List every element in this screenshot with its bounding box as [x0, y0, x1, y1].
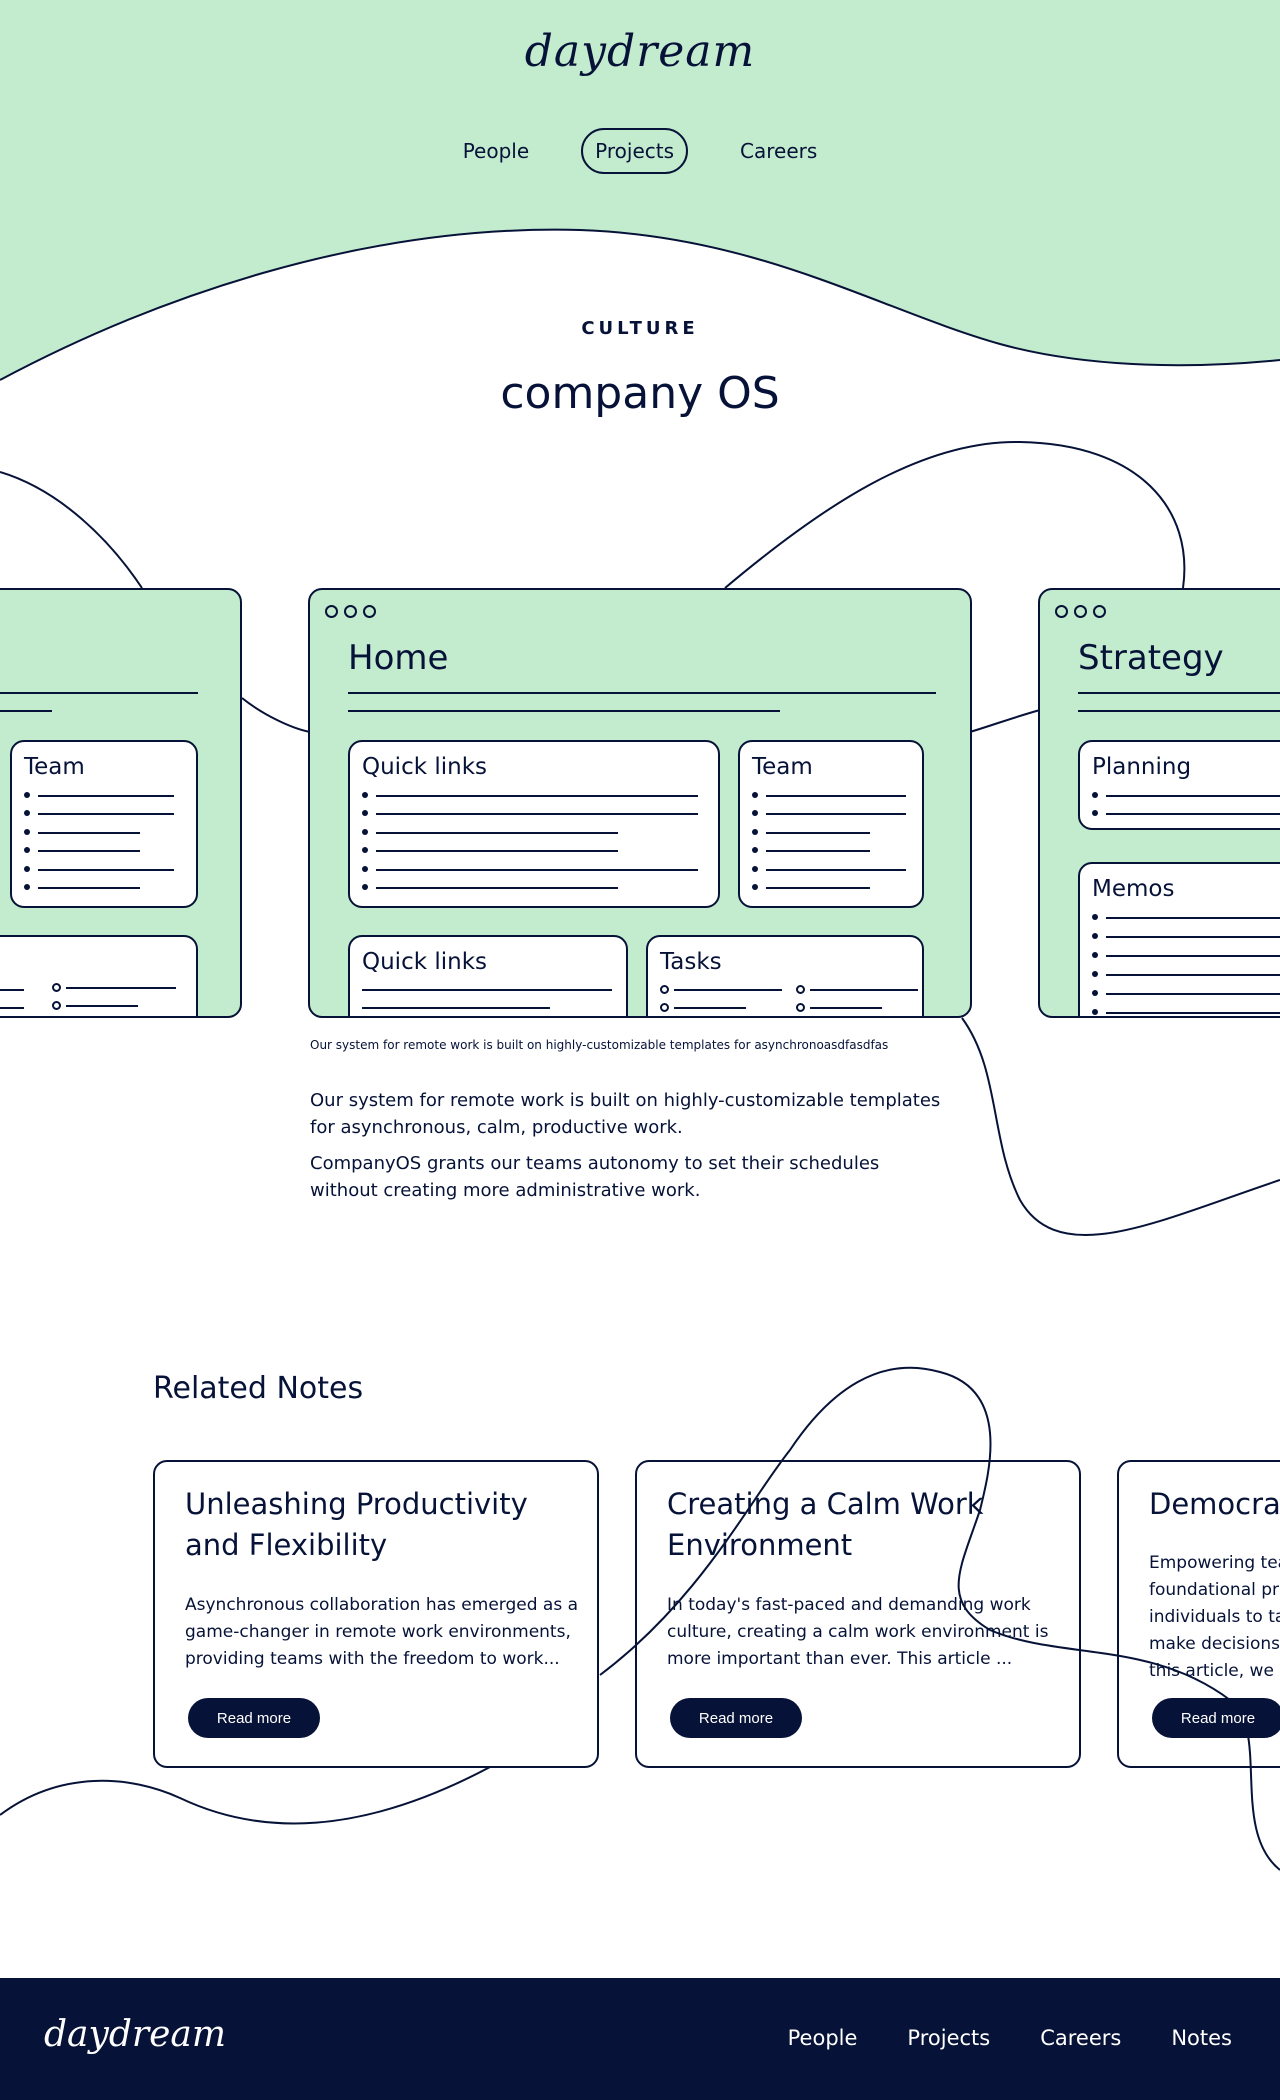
card-tasks[interactable]: Tasks	[646, 935, 924, 1016]
list-item	[24, 847, 182, 855]
list-item	[362, 884, 704, 892]
note-excerpt: In today's fast-paced and demanding work…	[667, 1595, 1049, 1669]
window-divider	[0, 989, 24, 991]
list-item	[24, 829, 182, 837]
note-excerpt: Empowering tea foundational pri individu…	[1149, 1553, 1280, 1681]
note-title[interactable]: Democrat	[1149, 1487, 1280, 1521]
window-title: Home	[348, 638, 449, 678]
list-item	[362, 847, 704, 855]
window-divider	[0, 692, 198, 694]
window-controls	[1055, 605, 1106, 618]
curve-line	[0, 1766, 491, 1825]
list-item	[752, 829, 908, 837]
window-divider	[362, 989, 612, 991]
window-left: Team	[0, 588, 242, 1018]
footer-nav-projects[interactable]: Projects	[907, 2026, 991, 2050]
card-title: Memos	[1092, 876, 1175, 902]
nav-item-projects[interactable]: Projects	[581, 128, 689, 174]
note-excerpt: Asynchronous collaboration has emerged a…	[185, 1595, 579, 1669]
list-item	[1092, 952, 1280, 960]
card-quick-links-2[interactable]: Quick links	[348, 935, 628, 1016]
list-item	[362, 792, 704, 800]
footer-nav-careers[interactable]: Careers	[1040, 2026, 1122, 2050]
nav-item-people[interactable]: People	[462, 139, 530, 163]
window-divider	[348, 692, 936, 694]
brand-logo[interactable]: daydream	[524, 26, 756, 77]
footer-nav-notes[interactable]: Notes	[1171, 2026, 1232, 2050]
card-title: Quick links	[362, 754, 488, 780]
list-item	[752, 792, 908, 800]
read-more-button[interactable]: Read more	[670, 1698, 802, 1738]
window-divider	[1078, 710, 1280, 712]
note-title[interactable]: Creating a Calm Work Environment	[667, 1487, 984, 1562]
body-paragraph: Our system for remote work is built on h…	[310, 1090, 941, 1138]
card-quick-links[interactable]: Quick links	[348, 740, 720, 908]
list-item	[24, 866, 182, 874]
card-memos[interactable]: Memos	[1078, 862, 1280, 1016]
note-card[interactable]: Creating a Calm Work Environment In toda…	[635, 1460, 1081, 1768]
window-divider	[0, 710, 52, 712]
list-item	[362, 810, 704, 818]
window-divider	[0, 1007, 24, 1009]
list-item	[752, 884, 908, 892]
list-item	[24, 810, 182, 818]
card-partial[interactable]	[0, 935, 198, 1016]
note-card[interactable]: Democrat Empowering tea foundational pri…	[1117, 1460, 1280, 1768]
footer-nav-people[interactable]: People	[787, 2026, 858, 2050]
list-item	[1092, 971, 1280, 979]
list-item	[1092, 792, 1280, 800]
card-title: Tasks	[660, 949, 722, 975]
card-title: Team	[752, 754, 813, 780]
curve-line	[969, 709, 1041, 733]
window-divider	[362, 1007, 550, 1009]
list-item	[1092, 810, 1280, 818]
header-wave	[0, 0, 1280, 380]
page-title: company OS	[500, 368, 780, 419]
window-title: Strategy	[1078, 638, 1224, 678]
list-item	[362, 866, 704, 874]
curve-line	[241, 697, 311, 733]
note-card[interactable]: Unleashing Productivity and Flexibility …	[153, 1460, 599, 1768]
list-item	[752, 866, 908, 874]
site-footer: daydream People Projects Careers Notes	[0, 1978, 1280, 2100]
window-controls	[325, 605, 376, 618]
main-nav: People Projects Careers	[0, 128, 1280, 174]
list-item	[752, 810, 908, 818]
list-item	[1092, 933, 1280, 941]
related-notes-title: Related Notes	[153, 1371, 364, 1406]
section-eyebrow: CULTURE	[581, 318, 699, 339]
window-divider	[348, 710, 780, 712]
header-wave-edge	[0, 228, 1280, 381]
window-home: Home Quick links Team Quick links Tasks	[308, 588, 972, 1018]
window-strategy: Strategy Planning Memos	[1038, 588, 1280, 1018]
card-team[interactable]: Team	[10, 740, 198, 908]
card-team[interactable]: Team	[738, 740, 924, 908]
footer-logo[interactable]: daydream	[44, 2014, 227, 2055]
footer-nav: People Projects Careers Notes	[788, 2026, 1232, 2050]
list-item	[752, 847, 908, 855]
list-item	[24, 792, 182, 800]
list-item	[1092, 1009, 1280, 1016]
window-divider	[1078, 692, 1280, 694]
list-item	[362, 829, 704, 837]
note-title[interactable]: Unleashing Productivity and Flexibility	[185, 1487, 528, 1562]
body-paragraph: CompanyOS grants our teams autonomy to s…	[310, 1153, 880, 1201]
card-planning[interactable]: Planning	[1078, 740, 1280, 830]
read-more-button[interactable]: Read more	[1152, 1698, 1280, 1738]
list-item	[1092, 914, 1280, 922]
curve-line	[0, 471, 143, 589]
image-caption: Our system for remote work is built on h…	[310, 1038, 889, 1052]
card-title: Quick links	[362, 949, 488, 975]
list-item	[24, 884, 182, 892]
card-title: Team	[24, 754, 85, 780]
read-more-button[interactable]: Read more	[188, 1698, 320, 1738]
nav-item-careers[interactable]: Careers	[740, 139, 818, 163]
curve-line	[961, 1017, 1280, 1236]
card-title: Planning	[1092, 754, 1192, 780]
list-item	[1092, 990, 1280, 998]
curve-line	[724, 440, 1186, 589]
